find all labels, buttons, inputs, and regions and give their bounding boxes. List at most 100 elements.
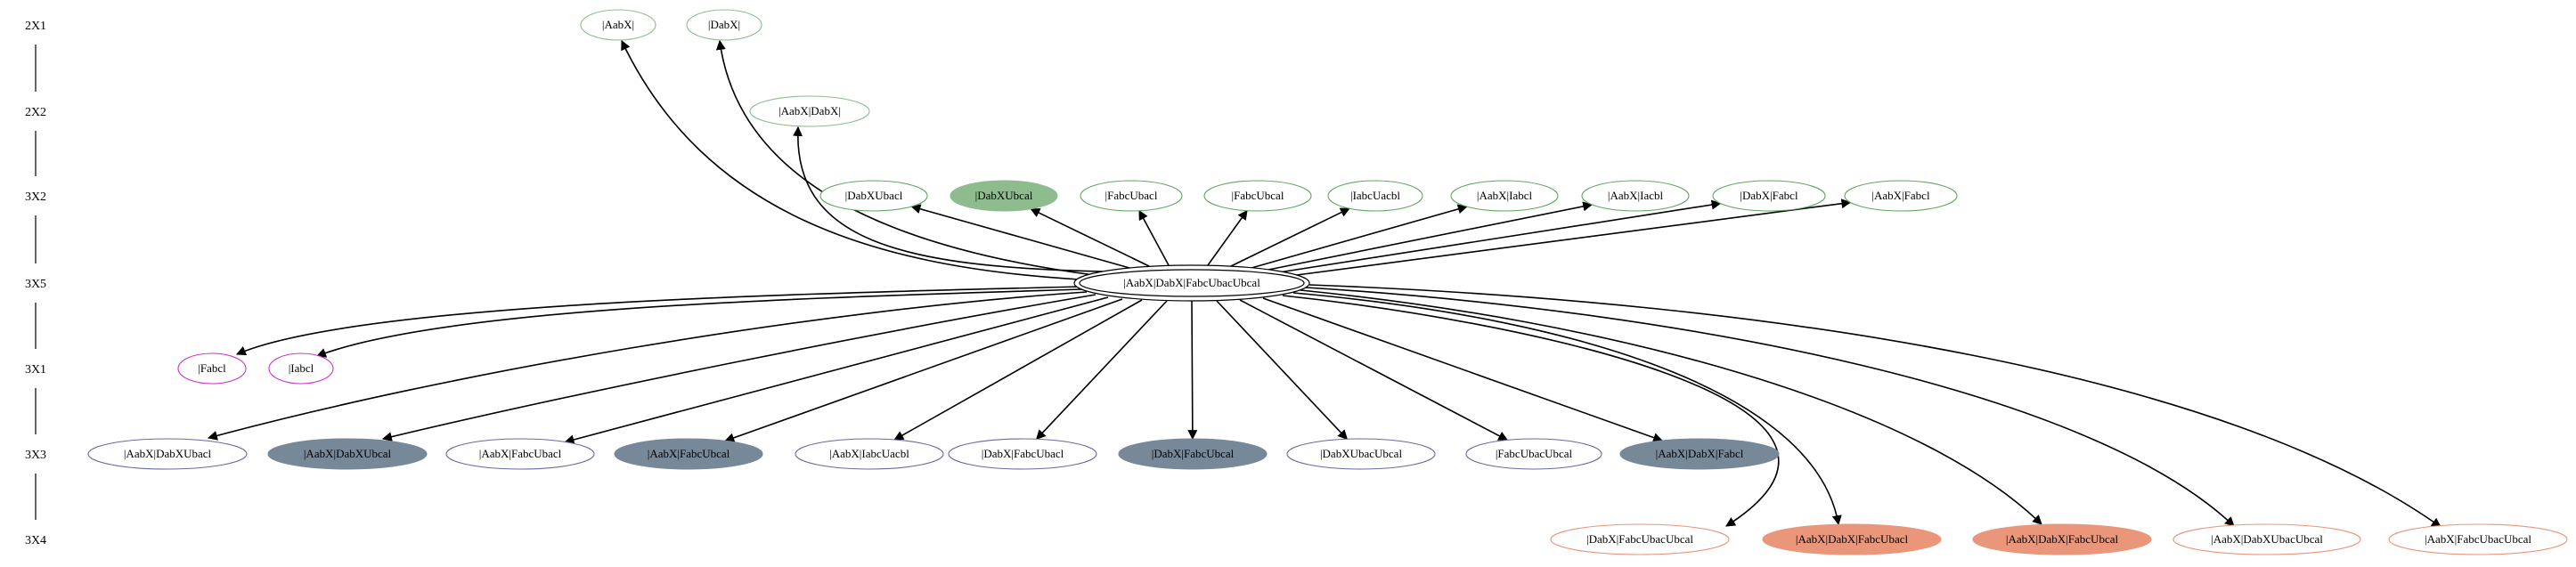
node-ellipse <box>819 180 928 212</box>
node-n3x2g[interactable]: |AabX|Iacbl <box>1581 180 1690 212</box>
edge-root-to-n3x3j <box>1262 297 1664 442</box>
node-label: |IabcUacbl <box>1350 189 1400 202</box>
node-ellipse <box>1581 180 1690 212</box>
edge-root-to-n3x4a <box>1282 295 1780 527</box>
node-ellipse <box>1080 180 1183 212</box>
node-n3x4c[interactable]: |AabX|DabX|FabcUbcal <box>1972 523 2152 555</box>
rank-label: 3X3 <box>25 449 46 462</box>
node-label: |DabXUbacl <box>845 189 903 202</box>
edge-root-to-n2x2a <box>793 126 1104 272</box>
node-label: |AabX|DabX| <box>779 104 841 117</box>
node-n3x1b[interactable]: |Iabcl <box>268 352 334 385</box>
rank-label: 2X1 <box>25 20 46 33</box>
node-n3x4a[interactable]: |DabX|FabcUbacUbcal <box>1550 523 1730 555</box>
node-ellipse <box>795 438 944 470</box>
node-n3x4b[interactable]: |AabX|DabX|FabcUbacl <box>1762 523 1942 555</box>
node-n2x1b[interactable]: |DabX| <box>686 9 762 41</box>
edge-root-to-n3x2e <box>1230 207 1350 267</box>
node-n3x2c[interactable]: |FabcUbacl <box>1080 180 1183 212</box>
root-node-inner-ring <box>1079 269 1305 297</box>
node-label: |DabXUbcal <box>975 189 1033 202</box>
rank-label: 2X2 <box>25 106 46 119</box>
node-ellipse <box>1550 523 1730 555</box>
edge-root-to-n3x2h <box>1278 199 1722 273</box>
node-ellipse <box>580 9 656 41</box>
node-label: |AabX|DabXUbcal <box>304 447 392 460</box>
node-label: |DabX|Fabcl <box>1740 189 1798 202</box>
node-n3x2a[interactable]: |DabXUbacl <box>819 180 928 212</box>
edge-root-to-n3x2g <box>1268 201 1594 271</box>
node-ellipse <box>1286 438 1436 470</box>
edges <box>207 39 2441 528</box>
node-n3x3g[interactable]: |DabX|FabcUbcal <box>1118 438 1268 470</box>
node-ellipse <box>948 438 1097 470</box>
node-n3x2h[interactable]: |DabX|Fabcl <box>1712 180 1826 212</box>
node-n3x2d[interactable]: |FabcUbcal <box>1203 180 1312 212</box>
node-ellipse <box>1619 438 1780 470</box>
root-node-outer-ring <box>1073 264 1310 302</box>
node-label: |AabX|FabcUbcal <box>648 447 730 460</box>
node-n3x3c[interactable]: |AabX|FabcUbacl <box>445 438 595 470</box>
node-n3x1a[interactable]: |Fabcl <box>177 352 247 385</box>
edge-root-to-n3x2a <box>910 204 1130 269</box>
node-label: |DabX|FabcUbacUbcal <box>1586 532 1693 546</box>
node-ellipse <box>1203 180 1312 212</box>
node-n3x2i[interactable]: |AabX|Fabcl <box>1844 180 1958 212</box>
node-ellipse <box>1972 523 2152 555</box>
node-n3x4e[interactable]: |AabX|FabcUbacUbcal <box>2388 523 2568 555</box>
node-n3x3e[interactable]: |AabX|IabcUacbl <box>795 438 944 470</box>
edge-root-to-n3x1a <box>235 286 1080 356</box>
edge-root-to-n3x4d <box>1305 287 2235 527</box>
node-label: |DabX|FabcUbacl <box>982 447 1064 460</box>
edge-root-to-n3x3d <box>724 298 1123 443</box>
node-label: |FabcUbacl <box>1105 189 1158 202</box>
edge-root-to-n3x2i <box>1289 198 1852 277</box>
node-ellipse <box>87 438 248 470</box>
node-n3x3b[interactable]: |AabX|DabXUbcal <box>267 438 428 470</box>
node-ellipse <box>1450 180 1559 212</box>
node-ellipse <box>2388 523 2568 555</box>
rank-label: 3X2 <box>25 190 46 204</box>
node-label: |AabX|FabcUbacUbcal <box>2425 532 2531 546</box>
node-ellipse <box>749 95 870 127</box>
root-node-label: |AabX|DabX|FabcUbacUbcal <box>1123 276 1260 289</box>
node-n3x3d[interactable]: |AabX|FabcUbcal <box>614 438 763 470</box>
node-ellipse <box>2172 523 2361 555</box>
node-label: |AabX|DabX|FabcUbcal <box>2006 532 2119 546</box>
edge-root-to-n3x4c <box>1300 289 2042 525</box>
node-n2x2a[interactable]: |AabX|DabX| <box>749 95 870 127</box>
node-label: |AabX|Iabcl <box>1477 189 1533 202</box>
edge-root-to-n2x1a <box>621 40 1080 280</box>
node-n3x3i[interactable]: |FabcUbacUbcal <box>1465 438 1602 470</box>
edge-root-to-n3x2c <box>1138 209 1170 266</box>
node-ellipse <box>267 438 428 470</box>
node-label: |DabX|FabcUbcal <box>1152 447 1235 460</box>
edge-root-to-n3x3e <box>893 299 1143 441</box>
root-node[interactable]: |AabX|DabX|FabcUbacUbcal <box>1073 264 1310 302</box>
node-ellipse <box>445 438 595 470</box>
node-n3x3a[interactable]: |AabX|DabXUbacl <box>87 438 248 470</box>
node-n3x2b[interactable]: |DabXUbcal <box>950 180 1058 212</box>
node-n3x4d[interactable]: |AabX|DabXUbacUbcal <box>2172 523 2361 555</box>
node-label: |AabX| <box>602 18 634 31</box>
node-n2x1a[interactable]: |AabX| <box>580 9 656 41</box>
node-label: |AabX|DabXUbacUbcal <box>2211 532 2323 546</box>
node-n3x2f[interactable]: |AabX|Iabcl <box>1450 180 1559 212</box>
edge-root-to-n3x3c <box>564 296 1109 445</box>
node-n3x3j[interactable]: |AabX|DabX|Fabcl <box>1619 438 1780 470</box>
node-n3x2e[interactable]: |IabcUacbl <box>1327 180 1423 212</box>
edge-root-to-n3x4b <box>1292 292 1842 526</box>
node-label: |AabX|DabXUbacl <box>124 447 212 460</box>
node-ellipse <box>1712 180 1826 212</box>
node-n3x3f[interactable]: |DabX|FabcUbacl <box>948 438 1097 470</box>
node-ellipse <box>1844 180 1958 212</box>
node-label: |FabcUbcal <box>1232 189 1284 202</box>
edge-root-to-n3x1b <box>315 288 1083 358</box>
node-ellipse <box>1465 438 1602 470</box>
node-label: |DabX| <box>708 18 740 31</box>
edge-root-to-n3x3f <box>1035 300 1168 441</box>
node-n3x3h[interactable]: |DabXUbacUbcal <box>1286 438 1436 470</box>
node-ellipse <box>177 352 247 385</box>
edge-root-to-n3x3h <box>1216 300 1349 441</box>
